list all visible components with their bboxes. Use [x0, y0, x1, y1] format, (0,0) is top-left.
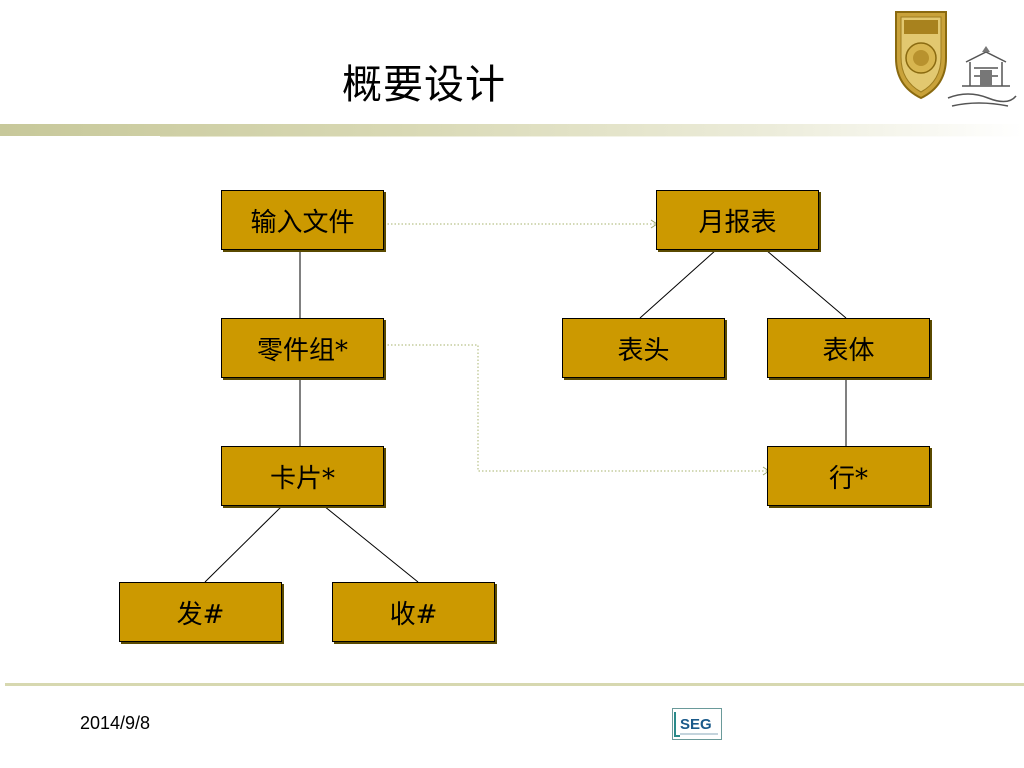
header-divider	[160, 136, 1024, 137]
seg-logo-text: SEG	[680, 716, 712, 733]
connector-report-header	[639, 249, 717, 319]
connector-report-body	[765, 249, 847, 319]
box-header: 表头	[562, 318, 725, 378]
connector-card-send	[204, 505, 283, 583]
box-body: 表体	[767, 318, 930, 378]
box-row: 行*	[767, 446, 930, 506]
header-bar	[0, 124, 1024, 136]
university-emblem-icon	[888, 6, 1018, 118]
connector-card-receive	[323, 505, 419, 583]
box-input-file: 输入文件	[221, 190, 384, 250]
seg-logo-icon: SEG	[672, 708, 722, 740]
box-send: 发#	[119, 582, 282, 642]
mapping-link-parts-row	[384, 344, 767, 472]
slide-title: 概要设计	[342, 62, 506, 108]
footer-divider	[5, 683, 1024, 686]
box-parts-group: 零件组*	[221, 318, 384, 378]
footer-date: 2014/9/8	[80, 713, 151, 733]
box-monthly-report: 月报表	[656, 190, 819, 250]
box-receive: 收#	[332, 582, 495, 642]
box-card: 卡片*	[221, 446, 384, 506]
